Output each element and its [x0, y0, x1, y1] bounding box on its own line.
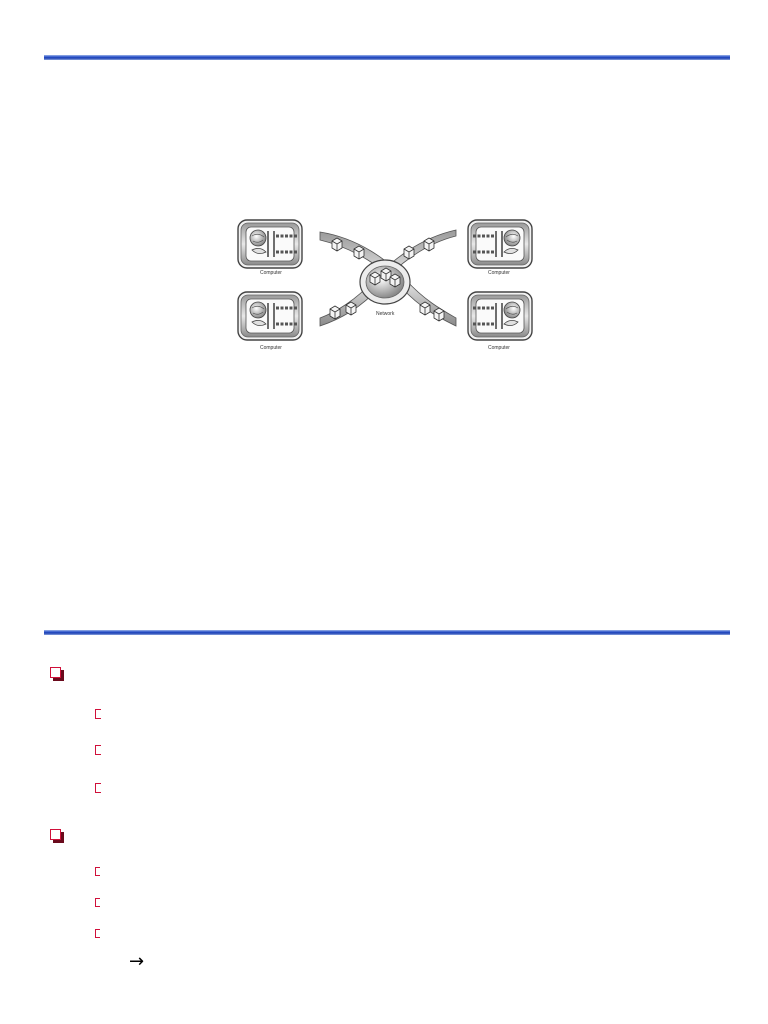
bracket-bullet-icon — [95, 709, 101, 719]
square-bullet-icon — [50, 829, 64, 843]
network-label: Network — [376, 311, 395, 317]
square-bullet-icon — [50, 667, 64, 681]
computer-label: Computer — [260, 270, 282, 276]
bottom-divider — [44, 630, 730, 635]
arrow-right-icon: → — [129, 951, 145, 972]
bracket-bullet-icon — [95, 867, 100, 876]
computer-label: Computer — [488, 270, 510, 276]
bracket-bullet-icon — [95, 783, 101, 793]
distributed-system-diagram: Computer Computer Computer Computer Netw… — [234, 208, 536, 354]
computer-label: Computer — [488, 345, 510, 351]
bracket-bullet-icon — [95, 898, 100, 907]
bracket-bullet-icon — [95, 745, 101, 755]
bracket-bullet-icon — [95, 929, 100, 938]
top-divider — [44, 55, 730, 60]
computer-label: Computer — [260, 345, 282, 351]
